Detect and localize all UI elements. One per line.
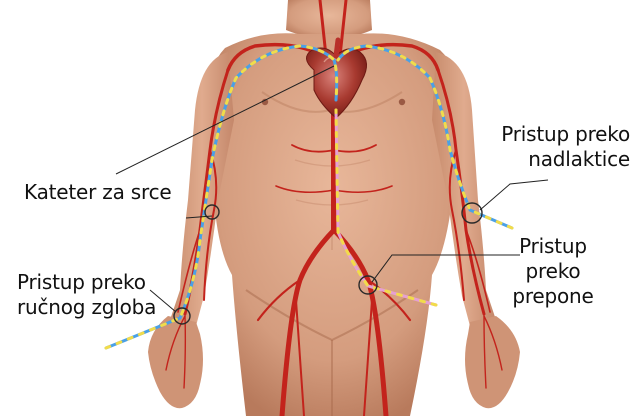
groin-label-line-3: prepone — [503, 284, 603, 309]
wrist-label-line-2: ručnog zgloba — [17, 295, 156, 320]
catheter-label: Kateter za srce — [24, 180, 172, 205]
groin-label-line-2: preko — [503, 259, 603, 284]
wrist-access-label: Pristup preko ručnog zgloba — [17, 270, 156, 320]
upper-arm-access-label: Pristup preko nadlaktice — [488, 122, 630, 172]
catheter-label-text: Kateter za srce — [24, 180, 172, 205]
nadlaktica-callout-line — [480, 180, 548, 210]
groin-label-line-1: Pristup — [503, 234, 603, 259]
wrist-label-line-1: Pristup preko — [17, 270, 156, 295]
upper-arm-label-line-1: Pristup preko — [488, 122, 630, 147]
groin-access-label: Pristup preko prepone — [503, 234, 603, 309]
upper-arm-label-line-2: nadlaktice — [488, 147, 630, 172]
